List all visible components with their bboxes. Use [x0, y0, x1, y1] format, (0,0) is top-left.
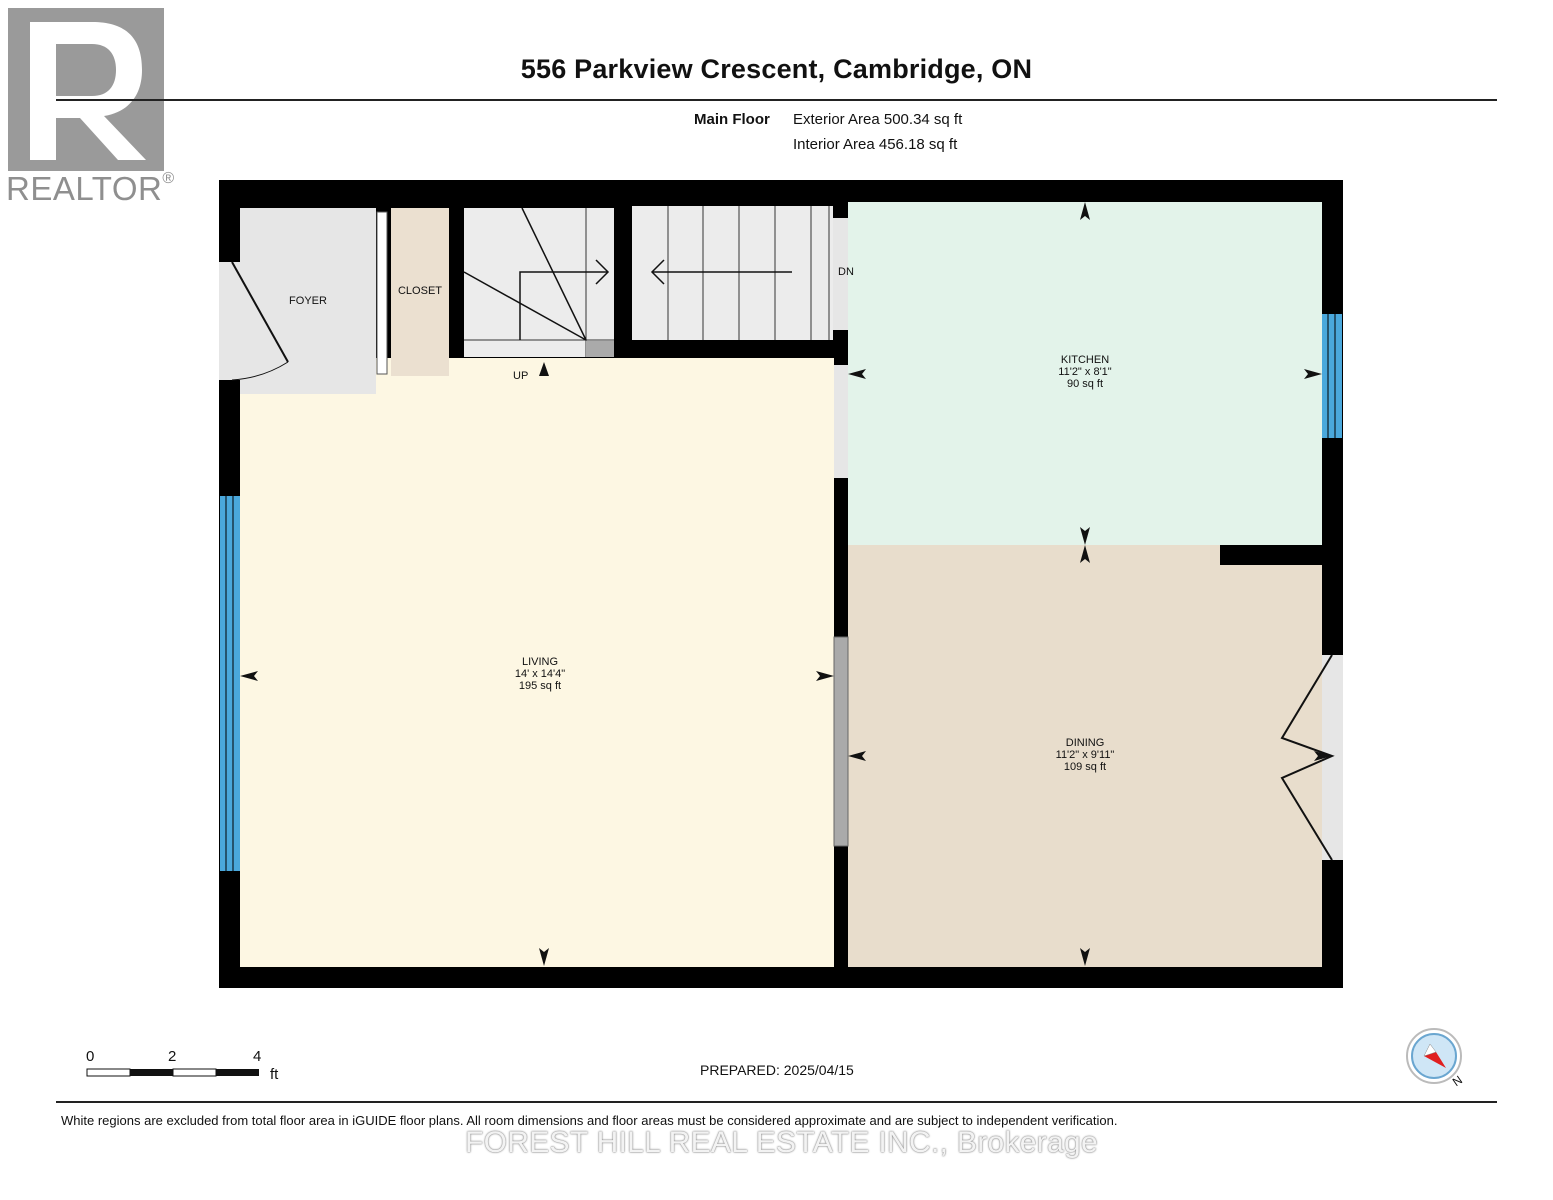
room-living-dims: 14' x 14'4"	[514, 668, 566, 680]
stair-up-floor	[464, 208, 614, 357]
realtor-logo-text: REALTOR®	[6, 170, 175, 208]
closet-door-track	[376, 211, 388, 375]
compass-icon	[1406, 1028, 1462, 1084]
room-kitchen-name: KITCHEN	[1060, 354, 1110, 366]
interior-area: Interior Area 456.18 sq ft	[793, 136, 958, 153]
room-living: LIVING 14' x 14'4" 195 sq ft	[465, 656, 615, 692]
room-living-area: 195 sq ft	[518, 680, 562, 692]
realtor-text: REALTOR	[6, 170, 163, 207]
kitchen-floor	[848, 202, 1322, 545]
room-closet-name: CLOSET	[397, 285, 442, 297]
room-kitchen-dims: 11'2" x 8'1"	[1058, 366, 1112, 378]
foyer-floor	[240, 208, 376, 394]
stair-down-floor	[632, 206, 833, 340]
room-kitchen: KITCHEN 11'2" x 8'1" 90 sq ft	[1010, 354, 1160, 390]
scale-tick-0: 0	[86, 1048, 95, 1065]
header-divider	[56, 99, 1497, 101]
footer-divider	[56, 1101, 1497, 1103]
closet-floor	[391, 208, 449, 376]
scale-unit: ft	[270, 1066, 279, 1083]
front-door-opening	[219, 262, 240, 380]
stair-up-label: UP	[513, 370, 529, 382]
room-dining-area: 109 sq ft	[1063, 761, 1107, 773]
brokerage-watermark: FOREST HILL REAL ESTATE INC., Brokerage	[465, 1126, 1098, 1159]
floor-label: Main Floor	[694, 111, 770, 128]
dimension-markers	[240, 202, 1332, 966]
realtor-logo-mark	[8, 8, 164, 171]
room-dining-name: DINING	[1065, 737, 1105, 749]
living-window	[220, 496, 240, 871]
room-foyer: FOYER	[258, 295, 358, 307]
prepared-date: PREPARED: 2025/04/15	[700, 1062, 854, 1078]
scale-tick-4: 4	[253, 1048, 262, 1065]
room-dining-dims: 11'2" x 9'11"	[1055, 749, 1115, 761]
dining-door-opening	[1322, 655, 1343, 860]
room-kitchen-area: 90 sq ft	[1066, 378, 1104, 390]
room-dining: DINING 11'2" x 9'11" 109 sq ft	[1010, 737, 1160, 773]
stair-down-label: DN	[838, 266, 854, 278]
exterior-area: Exterior Area 500.34 sq ft	[793, 111, 963, 128]
registered-mark: ®	[162, 170, 175, 187]
living-kitchen-opening	[834, 365, 848, 478]
foyer-living-gap	[240, 380, 376, 394]
scale-bar	[86, 1068, 259, 1077]
room-closet: CLOSET	[390, 285, 450, 297]
room-living-name: LIVING	[521, 656, 559, 668]
realtor-logo: REALTOR®	[0, 0, 190, 210]
living-dining-door	[833, 636, 849, 847]
page-title: 556 Parkview Crescent, Cambridge, ON	[520, 54, 1033, 84]
front-door-swing	[231, 361, 289, 381]
stair-up-arrow-icon	[539, 362, 549, 376]
room-foyer-name: FOYER	[289, 295, 327, 307]
dining-floor	[848, 545, 1322, 967]
dining-nook-wall	[1220, 545, 1322, 565]
disclaimer: White regions are excluded from total fl…	[61, 1113, 1118, 1128]
kitchen-window	[1322, 314, 1342, 438]
living-floor	[240, 358, 834, 967]
scale-tick-2: 2	[168, 1048, 177, 1065]
